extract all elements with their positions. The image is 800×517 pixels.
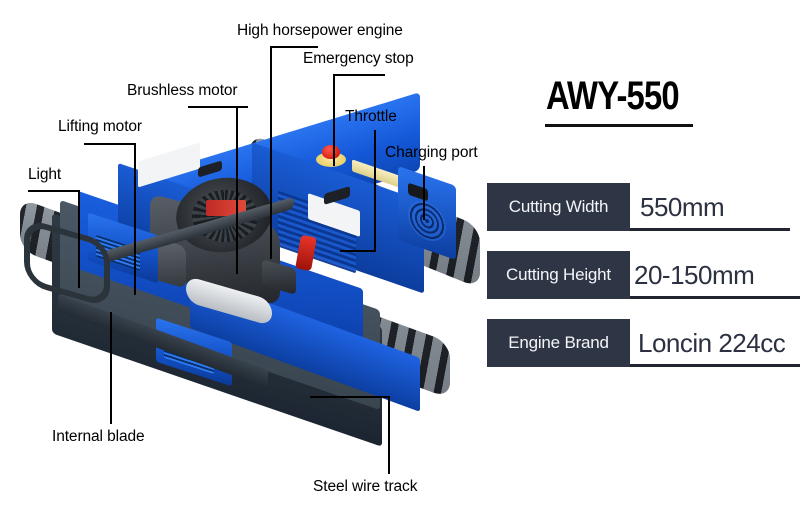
leader-throttle-v [374,130,376,252]
callout-brushless-motor: Brushless motor [127,82,238,99]
leader-light-h [28,190,80,192]
callout-emergency-stop: Emergency stop [303,50,414,67]
emergency-stop-button[interactable] [322,145,340,159]
table-row: Cutting Width 550mm [484,183,800,231]
callout-internal-blade: Internal blade [52,428,145,445]
leader-lifting-motor-h [84,143,136,145]
leader-charging-port-v [423,166,425,220]
table-row: Engine Brand Loncin 224cc [484,319,800,367]
leader-throttle-h [340,250,376,252]
spec-label-cutting-height: Cutting Height [487,251,630,299]
callout-throttle: Throttle [345,108,397,125]
spec-rule-3 [630,364,800,367]
leader-lifting-motor-v [134,143,136,295]
leader-high-horsepower-engine-h [270,46,318,48]
leader-brushless-motor-h [188,106,248,108]
spec-value-cutting-width: 550mm [640,191,725,222]
leader-steel-wire-track-h [310,396,390,398]
spec-panel: AWY-550 Cutting Width 550mm Cutting Heig… [484,0,800,517]
title-underline [545,124,693,127]
leader-steel-wire-track-v [388,396,390,474]
spec-label-cutting-width: Cutting Width [487,183,630,231]
callout-charging-port: Charging port [385,144,478,161]
table-row: Cutting Height 20-150mm [484,251,800,299]
leader-high-horsepower-engine-v [270,46,272,259]
spec-value-cutting-height: 20-150mm [634,259,755,290]
callout-light: Light [28,166,62,183]
spec-rule-2 [630,296,800,299]
page-title: AWY-550 [546,74,680,118]
leader-emergency-stop-h [333,74,385,76]
callout-steel-wire-track: Steel wire track [313,478,418,495]
callout-high-horsepower-engine: High horsepower engine [237,22,403,39]
leader-light-v [78,190,80,288]
spec-value-engine-brand: Loncin 224cc [638,327,786,358]
leader-emergency-stop-v [333,74,335,166]
callout-lifting-motor: Lifting motor [58,118,142,135]
spec-rule-1 [630,228,790,231]
leader-internal-blade-v [110,312,112,424]
spec-label-engine-brand: Engine Brand [487,319,630,367]
leader-brushless-motor-v [236,106,238,274]
